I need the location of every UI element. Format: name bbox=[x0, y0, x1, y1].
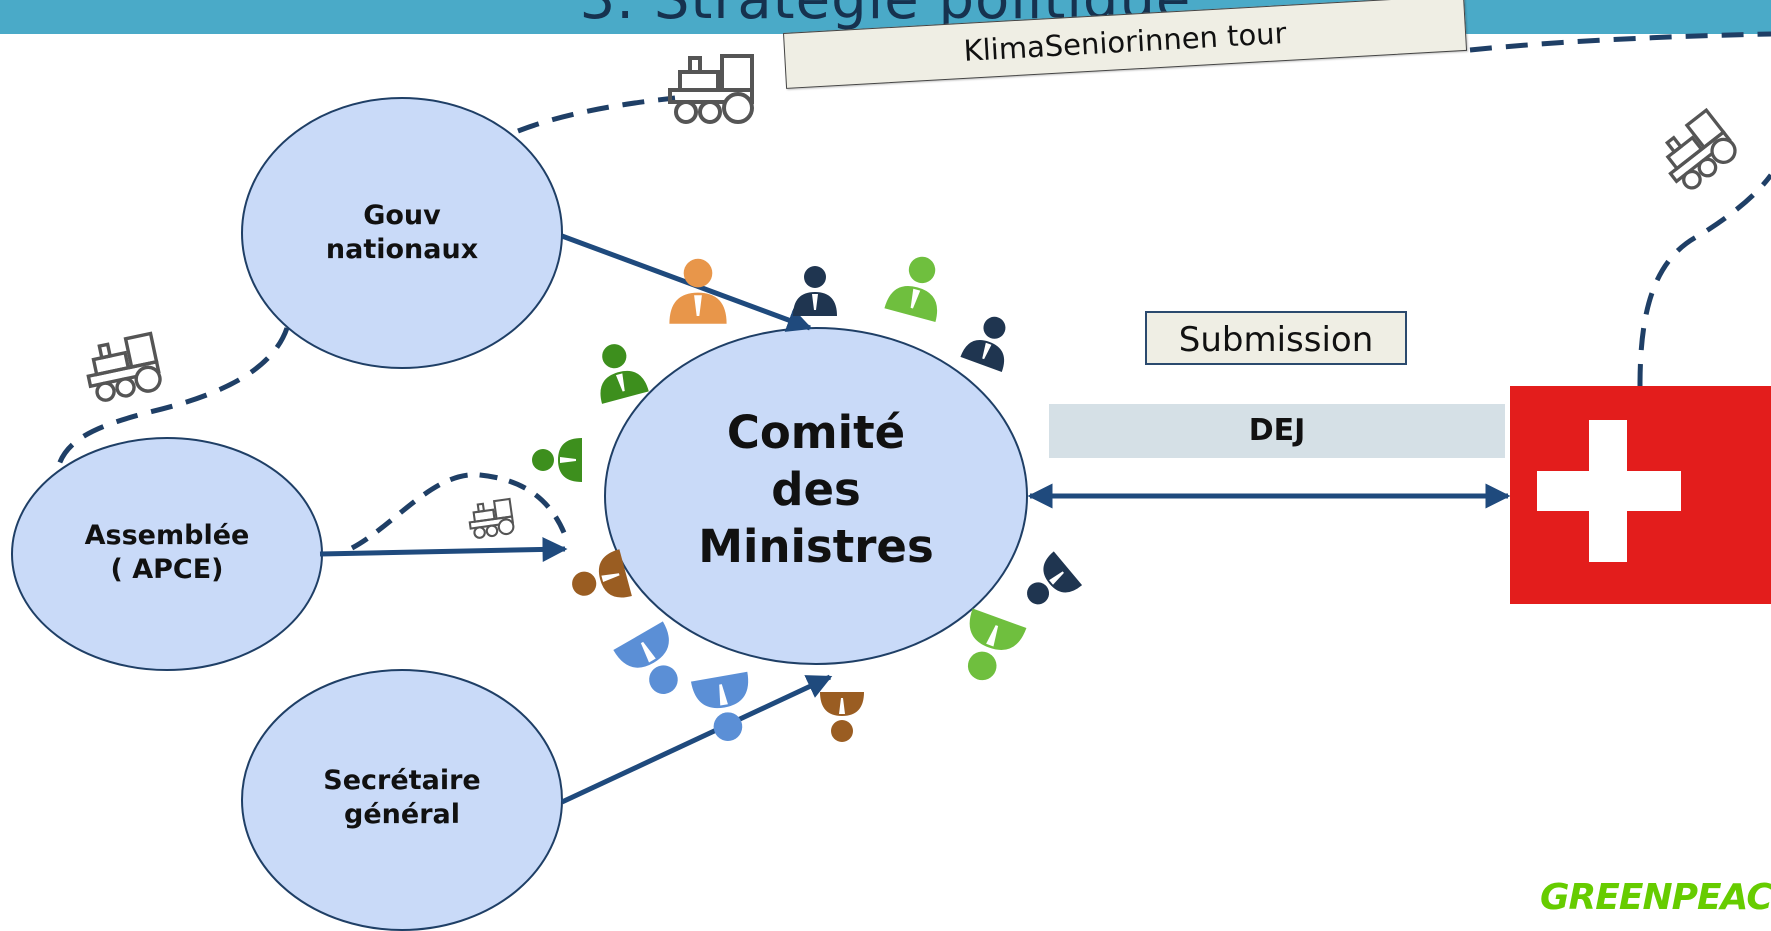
person-icon bbox=[820, 692, 864, 742]
person-icon bbox=[793, 266, 837, 316]
train-icon bbox=[668, 54, 754, 124]
comite-node bbox=[604, 327, 1028, 665]
switzerland-flag-icon bbox=[1510, 386, 1771, 604]
person-icon bbox=[884, 250, 951, 322]
greenpeace-logo: GREENPEACE bbox=[1540, 877, 1771, 918]
person-icon bbox=[587, 338, 649, 404]
dashed-route-top-right bbox=[1469, 31, 1771, 53]
person-icon bbox=[613, 621, 696, 707]
assemblee-label: Assemblée ( APCE) bbox=[84, 520, 250, 585]
dej-label: DEJ bbox=[1049, 404, 1505, 458]
dashed-route-left bbox=[55, 327, 290, 469]
arrow-assemblee-to-comite bbox=[319, 536, 568, 562]
gouv-label: Gouv nationaux bbox=[325, 200, 479, 265]
train-icon bbox=[80, 331, 164, 405]
person-icon bbox=[532, 438, 582, 482]
comite-label: Comité des Ministres bbox=[698, 406, 934, 573]
gouv-node bbox=[241, 97, 563, 369]
person-icon bbox=[960, 309, 1019, 372]
person-icon bbox=[1015, 551, 1083, 618]
arrow-gouv-to-comite bbox=[561, 233, 813, 332]
secretaire-label: Secrétaire général bbox=[323, 765, 481, 830]
dashed-route-right bbox=[1637, 173, 1771, 387]
flag-cross-horizontal bbox=[1537, 471, 1681, 511]
train-icon bbox=[1651, 108, 1742, 196]
arrow-secretaire-to-comite bbox=[560, 674, 833, 805]
submission-label: Submission bbox=[1145, 311, 1407, 365]
train-icon bbox=[466, 497, 516, 540]
dashed-route-loop bbox=[350, 472, 571, 551]
dashed-route-top bbox=[517, 95, 676, 134]
person-icon bbox=[950, 608, 1027, 690]
